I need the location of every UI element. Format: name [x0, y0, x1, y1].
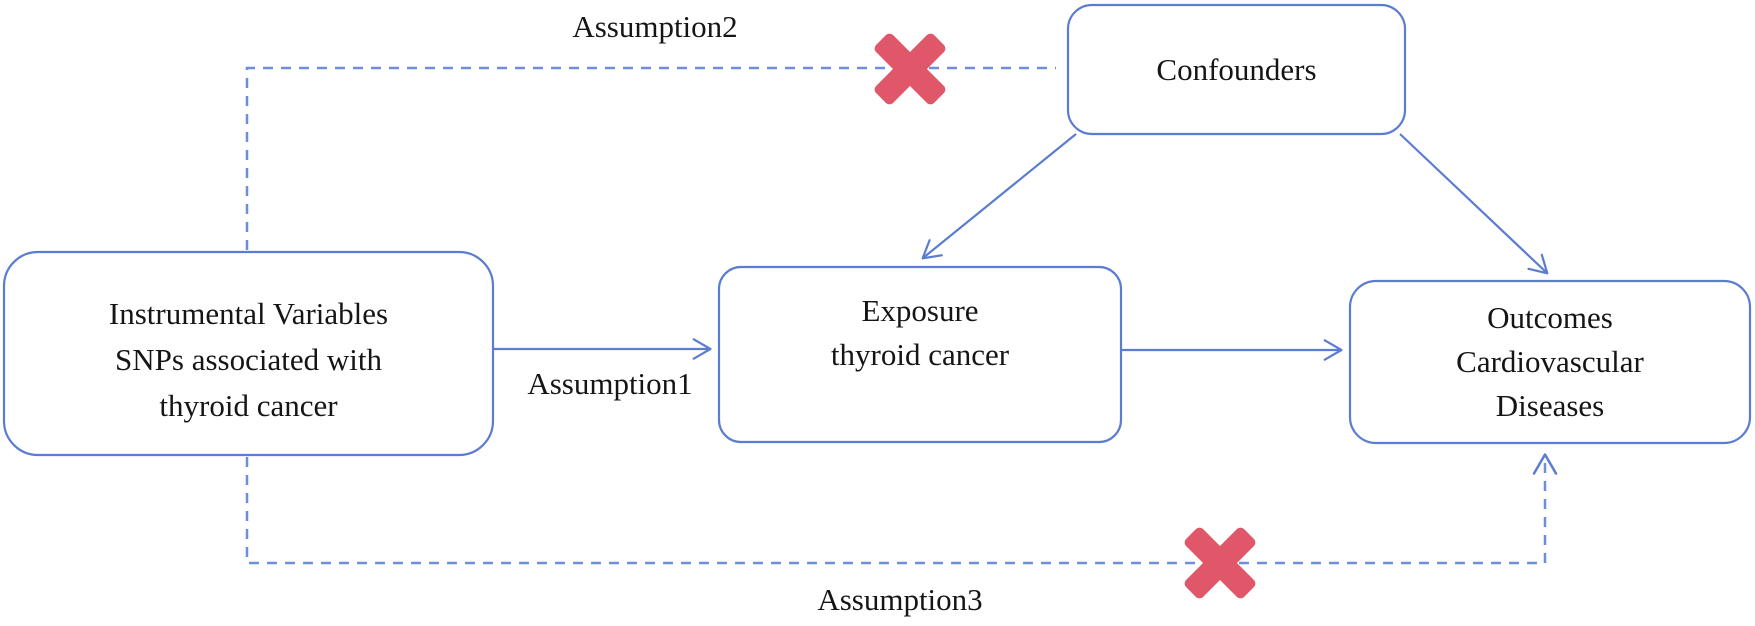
- exposure-box: [717, 265, 1123, 444]
- assumption3-dashed-arrow: [245, 453, 1558, 565]
- cross-bar: [874, 33, 946, 105]
- cross-icon: [1184, 527, 1256, 599]
- instrumental-variables-box: [2, 250, 495, 457]
- cross-bar: [1184, 527, 1256, 599]
- confounders-to-exposure-arrow: [921, 133, 1077, 260]
- confounders-box: [1066, 3, 1407, 136]
- outcomes-box: [1348, 279, 1752, 445]
- cross-icon: [874, 33, 946, 105]
- assumption2-dashed-path: [245, 66, 1056, 250]
- confounders-to-outcomes-arrow: [1399, 133, 1549, 275]
